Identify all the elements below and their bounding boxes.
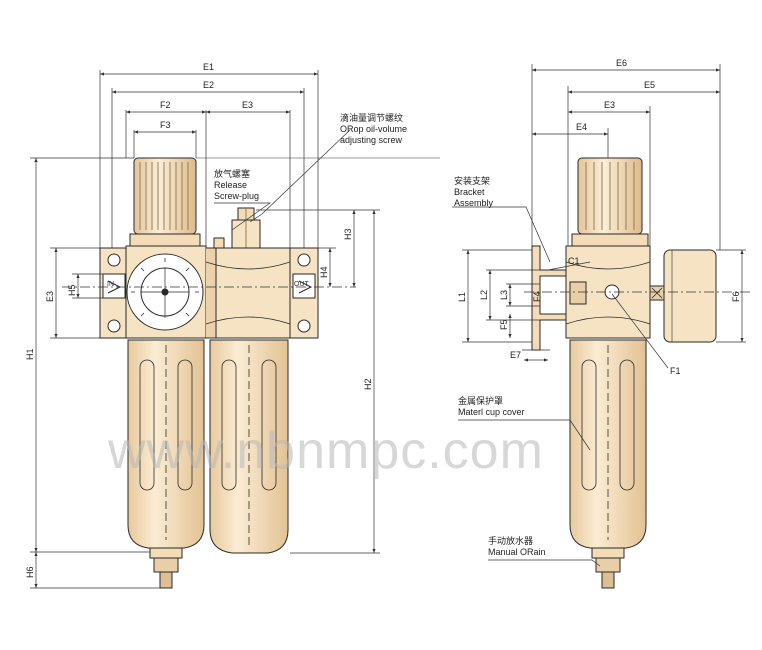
callout-drain-cn: 手动放水器 xyxy=(488,535,533,546)
dim-f6: F6 xyxy=(731,291,741,302)
pressure-gauge xyxy=(126,253,204,331)
side-regulator-knob xyxy=(571,157,649,247)
dim-e3-left: E3 xyxy=(45,291,55,302)
callout-drain-en: Manual ORain xyxy=(488,547,546,557)
dim-e3-side: E3 xyxy=(604,100,615,110)
callout-release-cn: 放气螺塞 xyxy=(214,168,250,179)
callout-oil-en1: ORop oil-volume xyxy=(340,124,407,134)
dim-c1: C1 xyxy=(568,256,580,266)
dim-e7: E7 xyxy=(510,350,521,360)
dim-f2: F2 xyxy=(160,100,171,110)
dim-f3: F3 xyxy=(160,120,171,130)
callout-oil-en2: adjusting screw xyxy=(340,135,403,145)
side-view xyxy=(531,157,717,589)
dim-e3-top: E3 xyxy=(242,100,253,110)
dim-l2: L2 xyxy=(479,290,489,300)
dim-h2: H2 xyxy=(363,378,373,390)
callout-cup-cn: 金属保护罩 xyxy=(458,395,503,406)
dim-h4: H4 xyxy=(319,266,329,278)
dim-h6: H6 xyxy=(25,566,35,578)
callout-release-en2: Screw-plug xyxy=(214,191,259,201)
port-in-label: IN xyxy=(107,281,114,288)
oil-adjusting-screw xyxy=(213,207,261,251)
out-port-block xyxy=(289,247,319,339)
callout-oil-cn: 滴油量调节螺纹 xyxy=(340,112,403,123)
callout-cup-en: Materl cup cover xyxy=(458,407,525,417)
front-callouts: 滴油量调节螺纹 ORop oil-volume adjusting screw … xyxy=(214,112,407,201)
lubricator-cup xyxy=(209,339,289,554)
front-view xyxy=(99,157,319,589)
filter-cup xyxy=(127,339,205,559)
watermark: www.nbnmpc.com xyxy=(107,422,544,480)
lubricator-body xyxy=(205,247,291,339)
dim-f5: F5 xyxy=(499,319,509,330)
callout-bracket-cn: 安装支架 xyxy=(454,175,490,186)
dim-l3: L3 xyxy=(499,290,509,300)
dim-e1: E1 xyxy=(203,62,214,72)
dim-f4: F4 xyxy=(532,291,542,302)
dim-h5: H5 xyxy=(67,284,77,296)
callout-bracket-en2: Assembly xyxy=(454,198,494,208)
dim-l1: L1 xyxy=(457,292,467,302)
side-cup xyxy=(569,339,647,559)
dim-e6: E6 xyxy=(616,58,627,68)
regulator-knob xyxy=(129,157,201,247)
front-dimension-labels: E1 E2 F2 E3 F3 H1 H6 E3 H5 H3 H4 H2 IN O… xyxy=(25,62,373,578)
dim-f1: F1 xyxy=(670,366,681,376)
in-port-block xyxy=(99,247,129,339)
dim-e5: E5 xyxy=(644,80,655,90)
dim-e4: E4 xyxy=(576,122,587,132)
side-dimensions xyxy=(452,64,752,567)
manual-drain-right xyxy=(595,557,621,589)
callout-bracket-en1: Bracket xyxy=(454,187,485,197)
side-dimension-labels: E6 E5 E3 E4 C1 L1 L2 L3 F4 F5 E7 F6 F1 xyxy=(457,58,741,376)
front-dimensions xyxy=(30,70,440,589)
side-gauge xyxy=(649,249,717,343)
dim-h1: H1 xyxy=(25,348,35,360)
callout-release-en1: Release xyxy=(214,180,247,190)
dim-e2: E2 xyxy=(203,80,214,90)
manual-drain-left xyxy=(153,557,179,589)
dim-h3: H3 xyxy=(343,228,353,240)
port-out-label: OUT xyxy=(294,281,310,288)
side-callouts: 安装支架 Bracket Assembly 金属保护罩 Materl cup c… xyxy=(454,175,546,557)
